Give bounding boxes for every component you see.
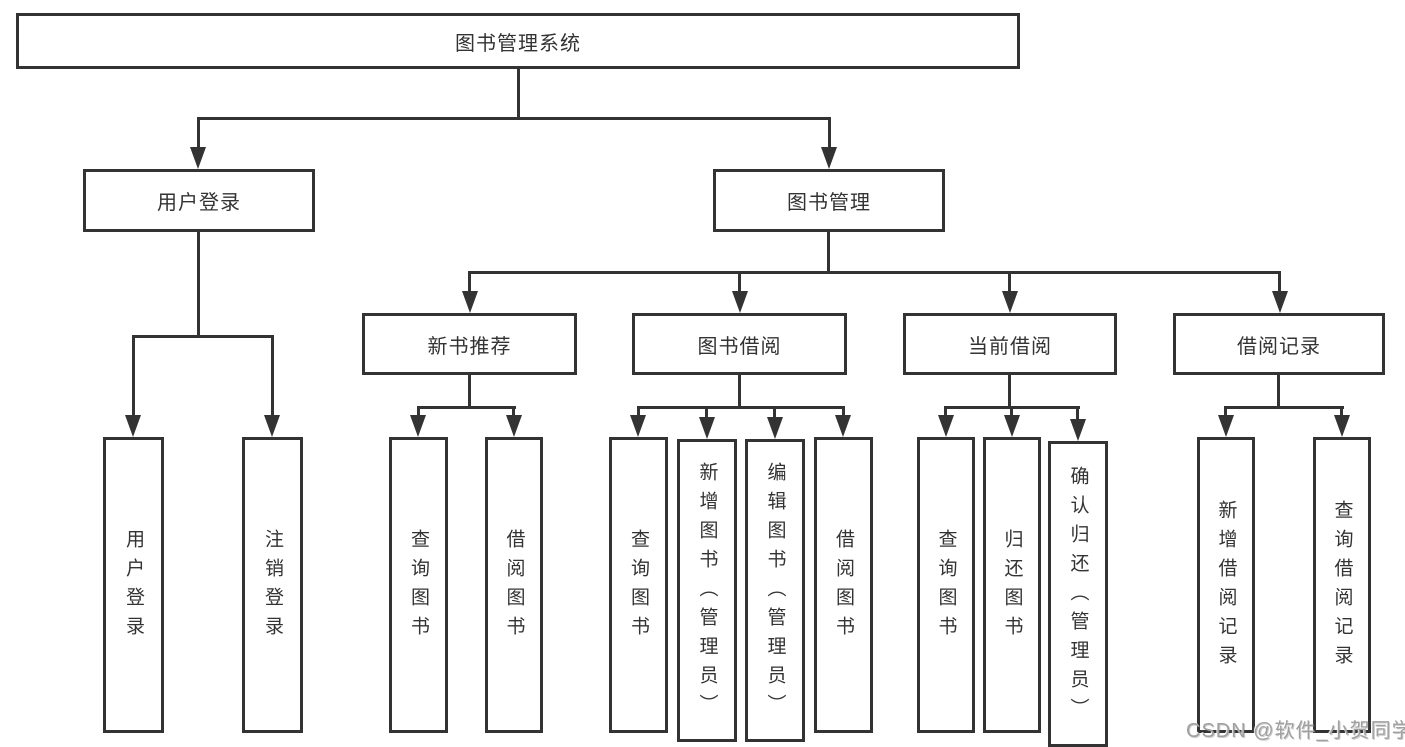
node-book-borrowing: 图书借阅	[632, 313, 847, 375]
arrowhead	[630, 415, 646, 437]
connector-drop	[637, 406, 640, 418]
arrowhead	[732, 291, 748, 313]
arrowhead	[1070, 419, 1086, 441]
connector-drop	[828, 117, 831, 151]
connector-drop	[842, 406, 845, 418]
node-return-book: 归还图书	[983, 437, 1041, 733]
connector-drop	[773, 406, 776, 418]
arrowhead	[835, 415, 851, 437]
connector-drop	[271, 335, 274, 419]
arrowhead	[190, 147, 206, 169]
connector-trunk	[468, 375, 471, 408]
node-borrow-books: 借阅图书	[485, 437, 543, 733]
arrowhead	[506, 415, 522, 437]
arrowhead	[699, 417, 715, 439]
arrowhead	[1002, 291, 1018, 313]
node-query-books: 查询图书	[389, 437, 448, 733]
node-query-books: 查询图书	[609, 437, 668, 733]
node-borrow-books: 借阅图书	[814, 437, 873, 733]
node-add-book-admin: 新增图书（管理员）	[677, 439, 737, 742]
csdn-watermark: CSDN @软件_小贺同学	[1186, 720, 1405, 742]
arrowhead	[1334, 415, 1350, 437]
node-book-management: 图书管理	[713, 169, 945, 232]
connector-drop	[512, 406, 515, 418]
connector-drop	[1010, 406, 1013, 418]
node-library-management-system: 图书管理系统	[16, 13, 1020, 69]
arrowhead	[1004, 415, 1020, 437]
arrowhead	[821, 147, 837, 169]
connector-drop	[705, 406, 708, 418]
node-user-login-leaf: 用户登录	[103, 437, 164, 733]
arrowhead	[264, 415, 280, 437]
arrowhead	[125, 415, 141, 437]
connector-drop	[417, 406, 420, 418]
arrowhead	[410, 415, 426, 437]
node-current-borrowing: 当前借阅	[903, 313, 1117, 375]
node-add-borrow-record: 新增借阅记录	[1197, 437, 1255, 733]
connector-drop	[132, 335, 135, 419]
connector-drop	[944, 406, 947, 418]
connector-drop	[1076, 406, 1079, 420]
connector-trunk	[738, 375, 741, 408]
node-edit-book-admin: 编辑图书（管理员）	[745, 439, 805, 742]
arrowhead	[938, 415, 954, 437]
connector-drop	[197, 117, 200, 151]
connector-userlogin-horizontal	[132, 335, 274, 338]
connector-trunk	[1008, 375, 1011, 408]
connector-drop	[1340, 406, 1343, 418]
connector-horizontal	[417, 406, 516, 409]
connector-bookmgmt-trunk	[827, 232, 830, 274]
node-new-book-recommend: 新书推荐	[362, 313, 577, 375]
connector-bookmgmt-horizontal	[468, 271, 1281, 274]
connector-drop	[1008, 271, 1011, 295]
arrowhead	[462, 291, 478, 313]
connector-drop	[468, 271, 471, 295]
node-user-login: 用户登录	[83, 169, 315, 232]
node-query-borrow-record: 查询借阅记录	[1313, 437, 1371, 733]
arrowhead	[767, 417, 783, 439]
connector-trunk	[1277, 375, 1280, 408]
node-logout: 注销登录	[242, 437, 303, 733]
connector-root-horizontal	[197, 117, 831, 120]
connector-horizontal	[1224, 406, 1344, 409]
node-borrow-records: 借阅记录	[1173, 313, 1385, 375]
node-confirm-return-admin: 确认归还（管理员）	[1048, 441, 1108, 747]
connector-drop	[738, 271, 741, 295]
connector-drop	[1278, 271, 1281, 295]
connector-horizontal	[637, 406, 845, 409]
connector-root-trunk	[517, 69, 520, 119]
connector-userlogin-trunk	[197, 232, 200, 338]
arrowhead	[1218, 415, 1234, 437]
node-query-books: 查询图书	[917, 437, 975, 733]
connector-drop	[1224, 406, 1227, 418]
arrowhead	[1272, 291, 1288, 313]
